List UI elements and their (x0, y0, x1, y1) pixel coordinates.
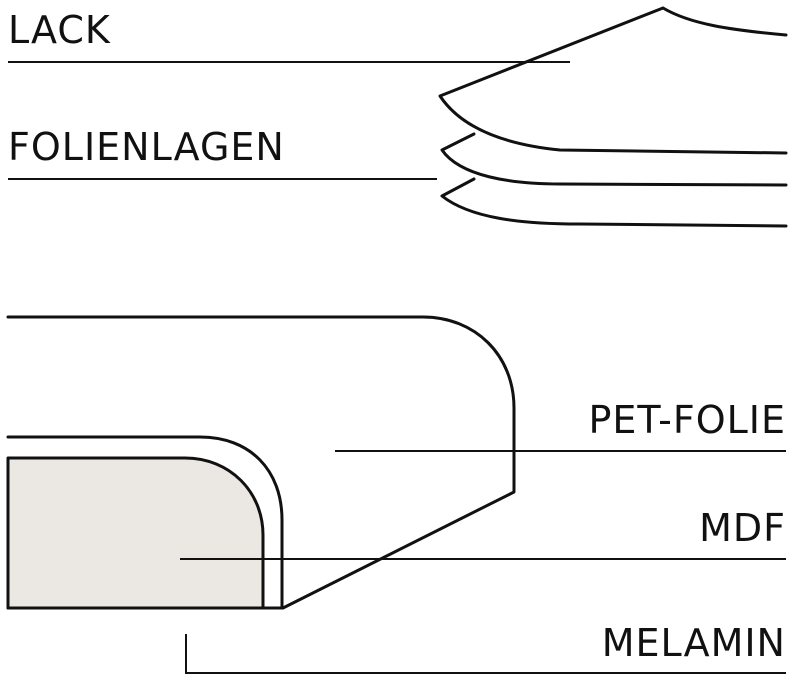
pet-folie-label: PET-FOLIE (588, 398, 786, 442)
melamin-leader-line (185, 634, 786, 674)
melamin-label: MELAMIN (602, 621, 786, 665)
folienlagen-label: FOLIENLAGEN (8, 125, 285, 169)
mdf-board-outline (6, 435, 284, 610)
lack-label: LACK (8, 8, 111, 52)
folie-layer-1 (440, 132, 788, 187)
pet-folie-board (6, 315, 516, 610)
mdf-core (6, 456, 265, 610)
mdf-label: MDF (699, 506, 786, 550)
folie-layer-2 (440, 177, 788, 228)
lack-layer (438, 6, 788, 155)
